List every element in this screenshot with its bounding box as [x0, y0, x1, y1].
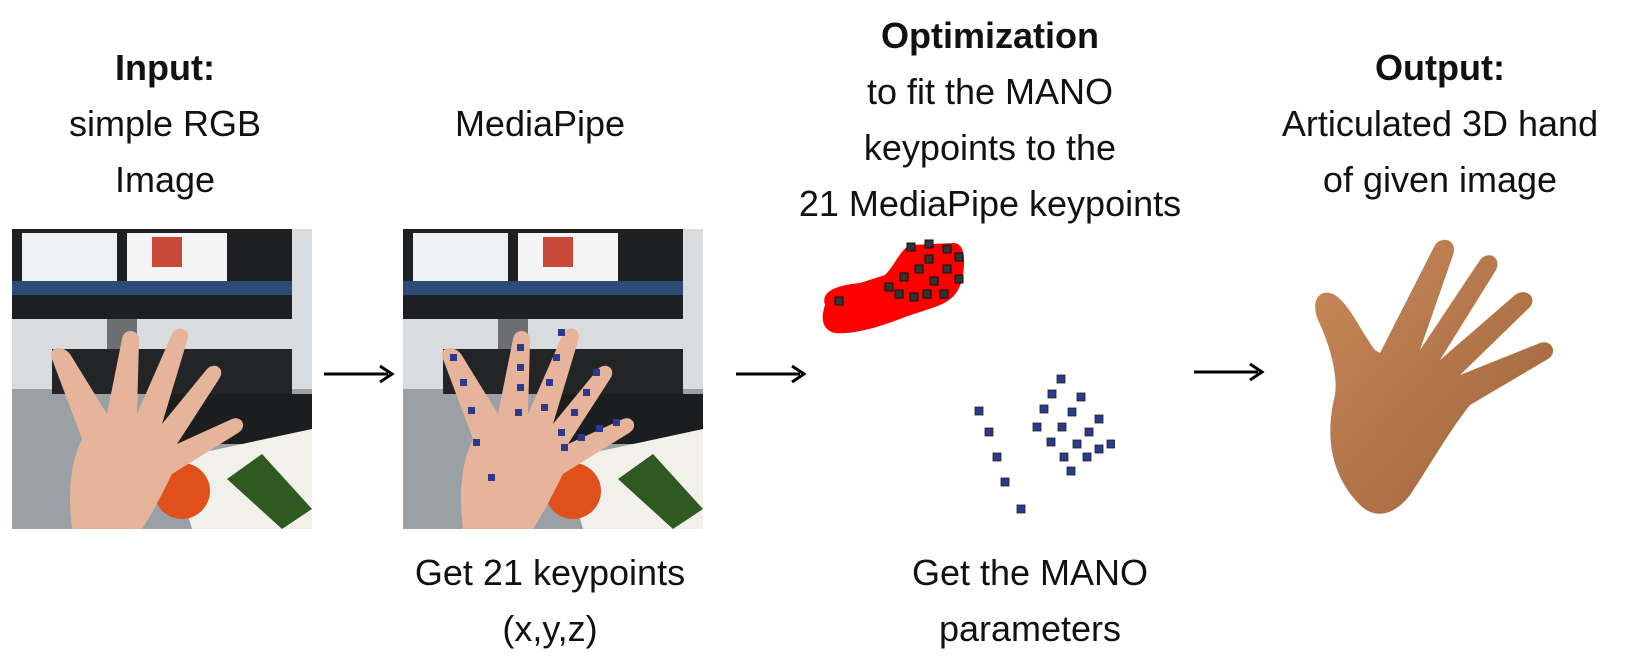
keypoint: [1000, 477, 1010, 487]
keypoint: [1032, 422, 1042, 432]
keypoint: [909, 292, 919, 302]
arrow-icon: [1194, 362, 1265, 382]
keypoint: [488, 474, 495, 481]
keypoint: [558, 329, 565, 336]
mediapipe-label: MediaPipe: [400, 96, 680, 152]
keypoint: [596, 425, 603, 432]
keypoint: [954, 274, 964, 284]
input-line-2: Image: [114, 159, 216, 200]
keypoint: [939, 289, 949, 299]
keypoint: [541, 404, 548, 411]
keypoint: [922, 289, 932, 299]
keypoint: [460, 379, 467, 386]
arrow-icon: [324, 364, 395, 384]
mano-caption-line-2: parameters: [938, 608, 1122, 649]
keypoint: [1076, 392, 1086, 402]
input-label: Input: simple RGB Image: [20, 40, 310, 208]
keypoint: [954, 252, 964, 262]
keypoint: [1094, 444, 1104, 454]
keypoint: [884, 282, 894, 292]
keypoint: [546, 379, 553, 386]
optimization-label: Optimization to fit the MANO keypoints t…: [760, 8, 1220, 232]
keypoint: [924, 254, 934, 264]
mano-keypoints-3d: [974, 374, 1115, 514]
keypoint: [974, 406, 984, 416]
keypoint: [473, 439, 480, 446]
mediapipe-keypoints: [450, 329, 620, 481]
optimization-heading: Optimization: [881, 15, 1099, 56]
keypoint: [942, 264, 952, 274]
keypoint: [894, 289, 904, 299]
keypoint: [1106, 439, 1115, 449]
output-3d-hand: [1315, 239, 1554, 514]
keypoint: [583, 389, 590, 396]
keypoint: [1057, 422, 1067, 432]
keypoint: [1046, 437, 1056, 447]
keypoint: [942, 244, 952, 254]
keypoint: [515, 409, 522, 416]
keypoint: [834, 296, 844, 306]
keypoint: [1039, 404, 1049, 414]
mediapipe-photo: [403, 229, 703, 529]
optimization-line-2: keypoints to the: [863, 127, 1117, 168]
keypoint: [1067, 407, 1077, 417]
keypoint: [1016, 504, 1026, 514]
optimization-line-3: 21 MediaPipe keypoints: [798, 183, 1182, 224]
keypoint: [571, 409, 578, 416]
keypoint: [593, 369, 600, 376]
input-heading: Input:: [115, 47, 215, 88]
keypoint: [1059, 452, 1069, 462]
keypoint: [984, 427, 994, 437]
mediapipe-caption-line-1: Get 21 keypoints: [414, 552, 686, 593]
output-label: Output: Articulated 3D hand of given ima…: [1260, 40, 1620, 208]
keypoint: [517, 384, 524, 391]
keypoint: [578, 434, 585, 441]
output-heading: Output:: [1375, 47, 1505, 88]
keypoint: [468, 407, 475, 414]
keypoint: [558, 429, 565, 436]
mediapipe-photo-scene: [403, 229, 703, 529]
mediapipe-caption-line-2: (x,y,z): [502, 608, 598, 649]
keypoint: [1047, 389, 1057, 399]
keypoint: [1066, 466, 1076, 476]
mano-mesh-fit: [822, 239, 965, 334]
keypoint: [517, 364, 524, 371]
keypoint: [450, 354, 457, 361]
mano-caption-line-1: Get the MANO: [911, 552, 1149, 593]
keypoint: [924, 239, 934, 249]
mediapipe-caption: Get 21 keypoints (x,y,z): [400, 545, 700, 657]
keypoint: [1072, 439, 1082, 449]
keypoint: [1084, 427, 1094, 437]
mano-caption: Get the MANO parameters: [880, 545, 1180, 657]
keypoint: [1056, 374, 1066, 384]
output-line-2: of given image: [1322, 159, 1558, 200]
keypoint: [1094, 414, 1104, 424]
keypoint: [561, 444, 568, 451]
keypoint: [553, 354, 560, 361]
output-line-1: Articulated 3D hand: [1281, 103, 1599, 144]
mediapipe-heading: MediaPipe: [454, 103, 626, 144]
optimization-line-1: to fit the MANO: [866, 71, 1114, 112]
keypoint: [992, 452, 1002, 462]
keypoint: [517, 344, 524, 351]
input-line-1: simple RGB: [68, 103, 262, 144]
keypoint: [1082, 452, 1092, 462]
input-photo-scene: [12, 229, 312, 529]
keypoint: [906, 242, 916, 252]
keypoint: [914, 264, 924, 274]
keypoint: [929, 276, 939, 286]
keypoint: [899, 272, 909, 282]
input-photo: [12, 229, 312, 529]
keypoint: [613, 419, 620, 426]
arrow-icon: [736, 364, 807, 384]
